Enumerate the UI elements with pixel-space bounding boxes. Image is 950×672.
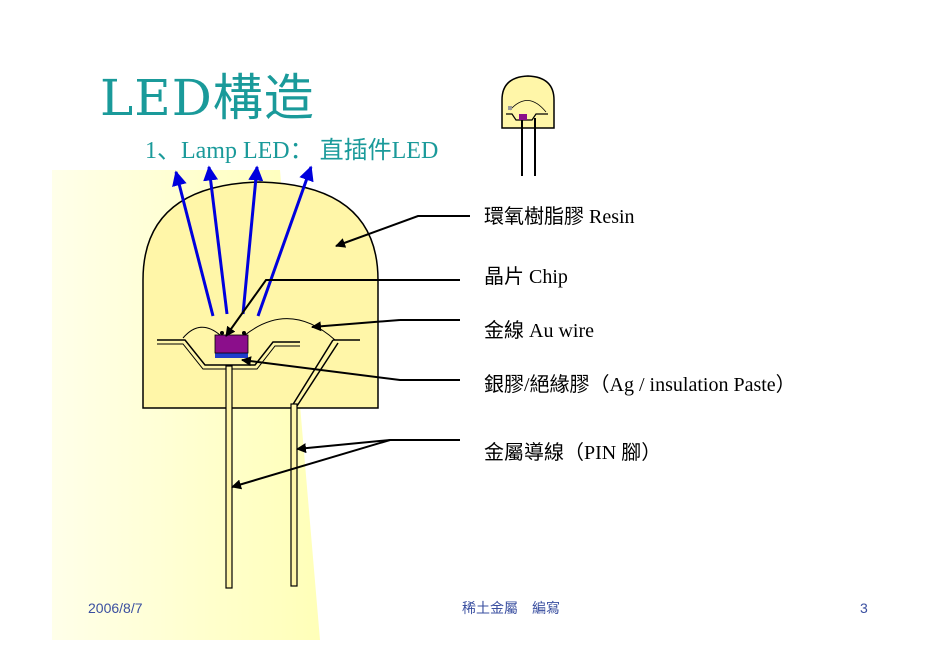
resin-dome: [142, 181, 379, 409]
anode-pin: [290, 403, 298, 587]
slide-subtitle: 1、Lamp LED： 直插件LED: [145, 138, 439, 164]
leader-paste: [241, 356, 460, 381]
light-arrow-3: [241, 165, 264, 315]
chip: [214, 334, 249, 354]
cathode-cup: [157, 339, 300, 366]
leader-pin-cathode: [231, 439, 391, 490]
cathode-pin: [225, 365, 233, 589]
anode-post: [291, 339, 360, 407]
label-chip: 晶片 Chip: [484, 266, 568, 288]
leader-resin: [335, 215, 470, 248]
label-pin: 金屬導線（PIN 腳）: [484, 442, 662, 464]
leader-pin-anode: [296, 439, 460, 454]
leader-chip: [225, 279, 460, 337]
led-thumbnail: [501, 75, 555, 176]
footer-date: 2006/8/7: [88, 600, 143, 616]
leader-wire: [311, 319, 401, 332]
label-resin: 環氧樹脂膠 Resin: [484, 206, 635, 228]
label-wire: 金線 Au wire: [484, 320, 594, 342]
light-arrow-4: [256, 165, 314, 317]
gold-wire-right: [244, 318, 336, 341]
gold-wire-left: [182, 326, 221, 339]
footer-page-number: 3: [860, 600, 868, 616]
light-arrow-1: [172, 170, 215, 317]
chip-base: [215, 352, 248, 358]
label-paste: 銀膠/絕緣膠（Ag / insulation Paste）: [484, 374, 796, 396]
light-arrow-2: [203, 165, 229, 315]
slide-title: LED構造: [100, 69, 315, 127]
footer-author: 稀土金屬 編寫: [462, 600, 560, 616]
